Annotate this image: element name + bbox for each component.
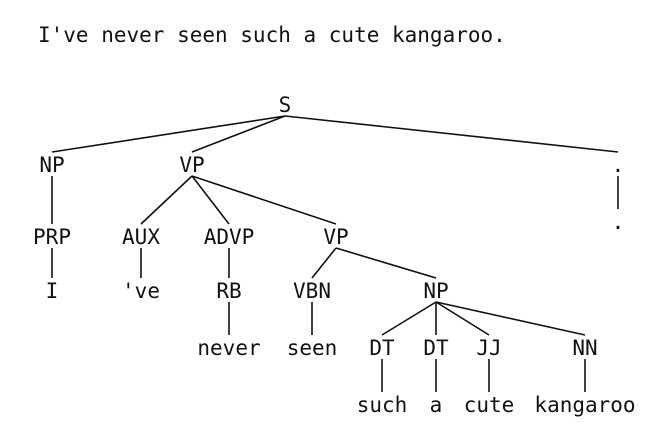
node-prp: PRP (33, 225, 71, 249)
word-such: such (357, 393, 408, 417)
node-jj: JJ (476, 336, 501, 360)
tree-edge (435, 301, 490, 336)
tree-edges (51, 115, 619, 392)
tree-edge (191, 175, 230, 225)
node-np: NP (39, 153, 64, 177)
node-dt: DT (369, 336, 395, 360)
node-dt: DT (423, 336, 449, 360)
word-seen: seen (287, 336, 338, 360)
tree-nodes: S NP PRP I VP AUX 've ADVP RB never VP VBN seen NP DT s… (33, 93, 636, 417)
word-kangaroo: kangaroo (534, 393, 635, 417)
node-s: S (279, 93, 292, 117)
tree-edge (191, 175, 337, 225)
tree-edge (284, 115, 619, 153)
word-period: . (612, 210, 625, 234)
node-vbn: VBN (293, 279, 331, 303)
node-aux: AUX (122, 225, 160, 249)
node-vp: VP (323, 225, 348, 249)
tree-edge (191, 115, 286, 153)
node-np: NP (423, 279, 448, 303)
word-never: never (197, 336, 260, 360)
tree-edge (311, 247, 337, 279)
node-advp: ADVP (204, 225, 255, 249)
node-nn: NN (572, 336, 597, 360)
tree-edge (381, 301, 437, 336)
node-vp: VP (179, 153, 204, 177)
word-a: a (430, 393, 443, 417)
word-cute: cute (464, 393, 515, 417)
node-rb: RB (216, 279, 241, 303)
word-apostrophe-ve: 've (122, 279, 160, 303)
tree-edge (140, 175, 193, 225)
node-period: . (612, 153, 625, 177)
tree-edge (435, 301, 586, 336)
tree-edge (335, 247, 437, 279)
word-i: I (46, 279, 59, 303)
sentence-text: I've never seen such a cute kangaroo. (38, 23, 506, 47)
tree-edge (51, 115, 286, 153)
